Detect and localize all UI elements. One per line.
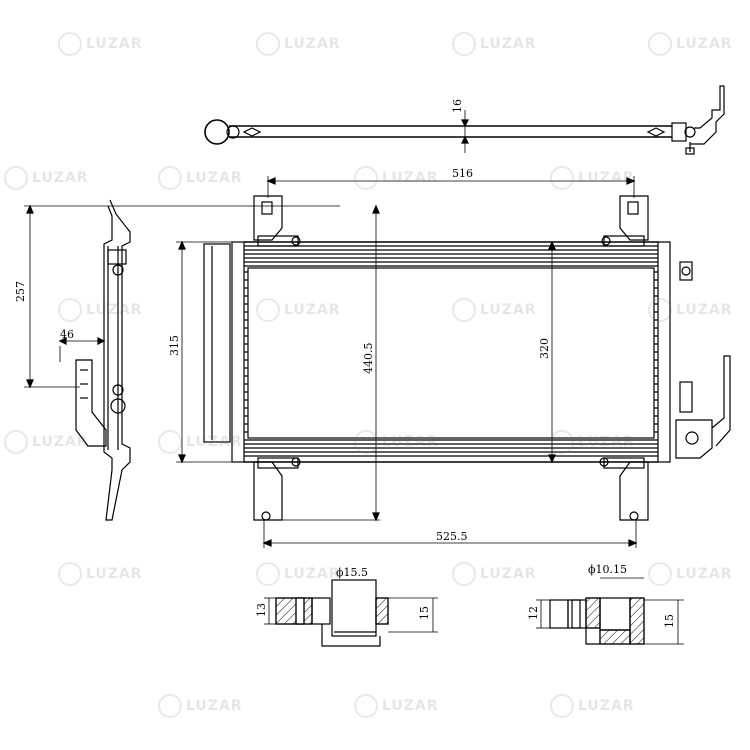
dim-left-fitting-height-a: 13 xyxy=(255,603,268,617)
luzar-logo-icon xyxy=(158,430,182,454)
luzar-logo-icon xyxy=(256,562,280,586)
luzar-logo-icon xyxy=(452,298,476,322)
watermark-logo: LUZAR xyxy=(158,166,243,190)
watermark-logo: LUZAR xyxy=(648,562,733,586)
watermark-logo: LUZAR xyxy=(158,430,243,454)
dim-left-fitting-diameter: ϕ15.5 xyxy=(336,566,368,579)
side-view xyxy=(24,199,340,521)
watermark-logo: LUZAR xyxy=(158,694,243,718)
watermark-logo: LUZAR xyxy=(58,298,143,322)
luzar-logo-icon xyxy=(58,562,82,586)
luzar-logo-icon xyxy=(648,32,672,56)
dim-overall-height: 440.5 xyxy=(362,343,375,375)
dim-right-fitting-diameter: ϕ10.15 xyxy=(588,563,627,576)
luzar-logo-icon xyxy=(158,694,182,718)
dim-left-fitting-height-b: 15 xyxy=(418,606,431,620)
watermark-logo: LUZAR xyxy=(256,32,341,56)
watermark-logo: LUZAR xyxy=(354,166,439,190)
luzar-logo-icon xyxy=(4,430,28,454)
luzar-logo-icon xyxy=(648,562,672,586)
watermark-logo: LUZAR xyxy=(4,166,89,190)
watermark-logo: LUZAR xyxy=(58,32,143,56)
luzar-logo-icon xyxy=(550,166,574,190)
watermark-logo: LUZAR xyxy=(256,298,341,322)
luzar-logo-icon xyxy=(452,32,476,56)
watermark-logo: LUZAR xyxy=(452,298,537,322)
dim-core-height: 315 xyxy=(168,335,181,356)
watermark-logo: LUZAR xyxy=(4,430,89,454)
dim-right-fitting-height-b: 15 xyxy=(663,614,676,628)
watermark-logo: LUZAR xyxy=(550,430,635,454)
watermark-logo: LUZAR xyxy=(648,298,733,322)
luzar-logo-icon xyxy=(256,32,280,56)
watermark-logo: LUZAR xyxy=(648,32,733,56)
dim-right-fitting-height-a: 12 xyxy=(527,606,540,620)
luzar-logo-icon xyxy=(58,298,82,322)
watermark-logo: LUZAR xyxy=(58,562,143,586)
watermark-logo: LUZAR xyxy=(452,32,537,56)
watermark-logo: LUZAR xyxy=(354,430,439,454)
fitting-section-left xyxy=(264,579,438,647)
luzar-logo-icon xyxy=(452,562,476,586)
watermark-logo: LUZAR xyxy=(354,694,439,718)
front-view xyxy=(176,176,731,548)
fitting-section-right xyxy=(536,577,684,645)
luzar-logo-icon xyxy=(354,166,378,190)
watermark-logo: LUZAR xyxy=(550,694,635,718)
luzar-logo-icon xyxy=(158,166,182,190)
luzar-logo-icon xyxy=(648,298,672,322)
watermark-logo: LUZAR xyxy=(550,166,635,190)
dim-bracket-height: 320 xyxy=(538,338,551,359)
dim-side-offset: 46 xyxy=(60,328,74,341)
luzar-logo-icon xyxy=(550,430,574,454)
dim-bracket-span-top: 516 xyxy=(452,167,473,180)
luzar-logo-icon xyxy=(256,298,280,322)
luzar-logo-icon xyxy=(58,32,82,56)
dim-pipe-diameter: 16 xyxy=(451,99,464,113)
luzar-logo-icon xyxy=(354,694,378,718)
watermark-logo: LUZAR xyxy=(256,562,341,586)
dim-overall-height-side: 257 xyxy=(14,281,27,302)
luzar-logo-icon xyxy=(4,166,28,190)
top-pipe-view xyxy=(204,85,725,155)
luzar-logo-icon xyxy=(354,430,378,454)
watermark-logo: LUZAR xyxy=(452,562,537,586)
dim-overall-width: 525.5 xyxy=(436,530,468,543)
luzar-logo-icon xyxy=(550,694,574,718)
